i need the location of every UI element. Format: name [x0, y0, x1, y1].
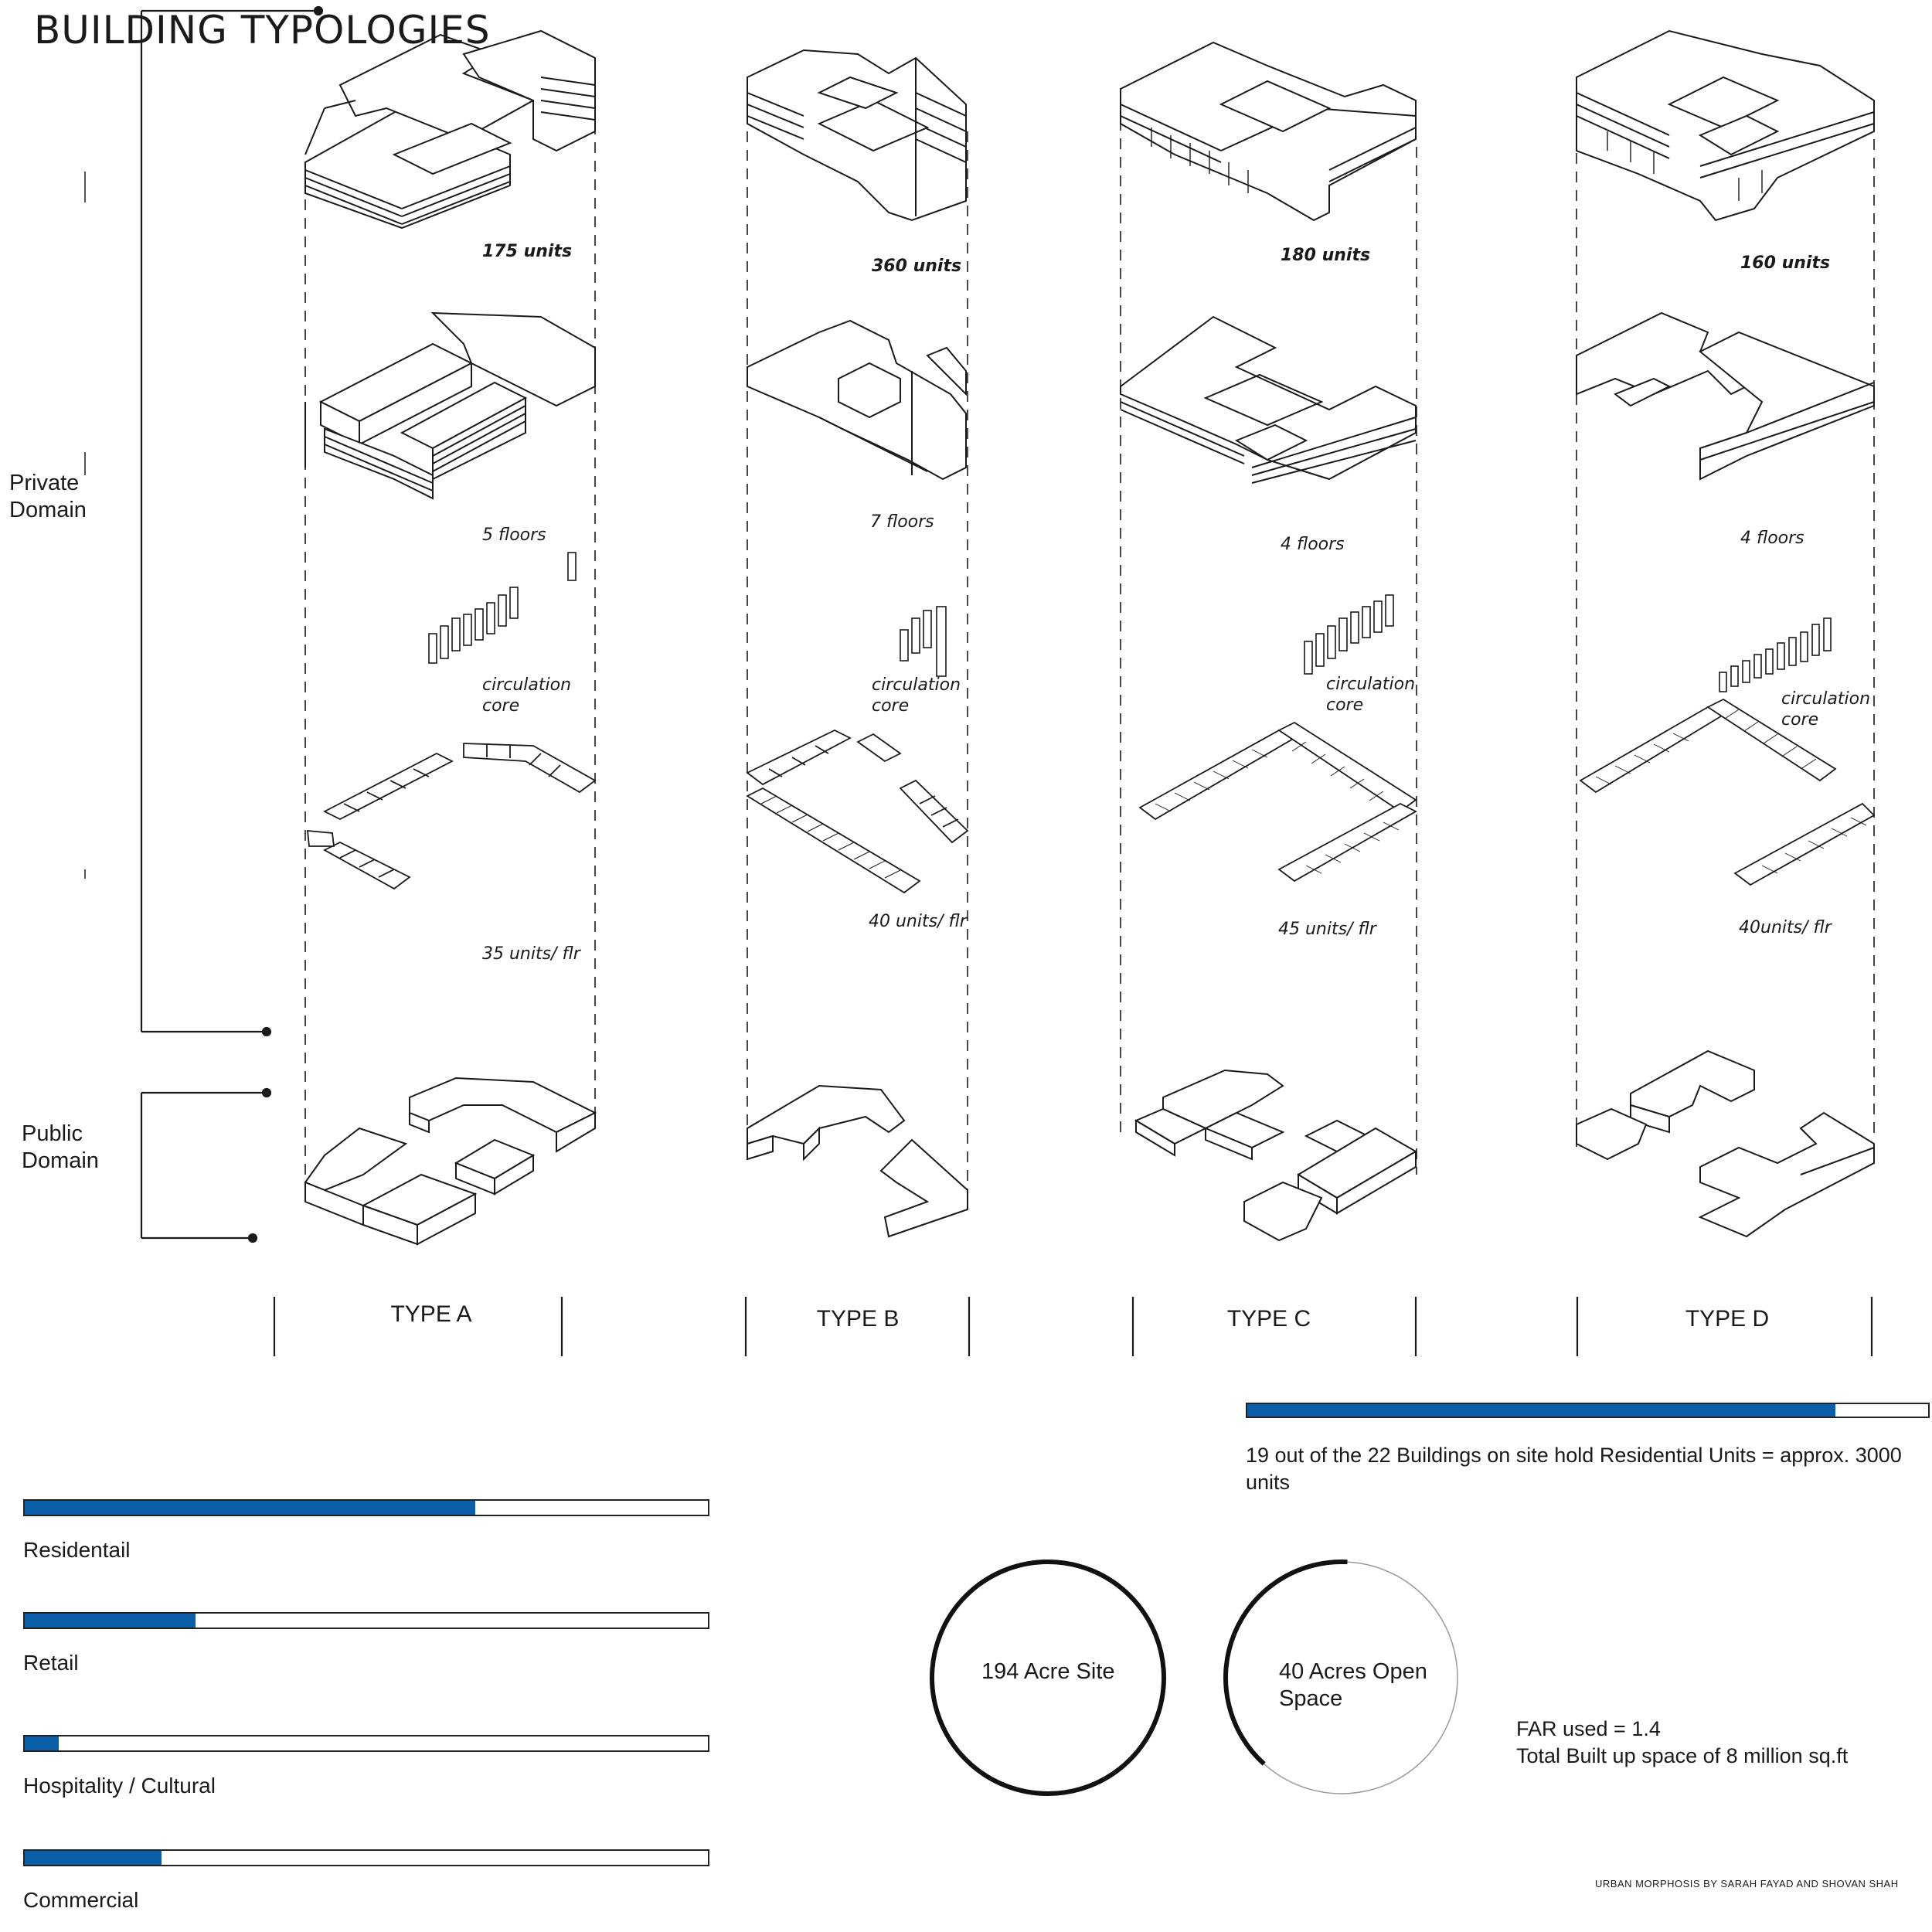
- total-built-up: Total Built up space of 8 million sq.ft: [1516, 1744, 1849, 1767]
- type-d-label: TYPE D: [1685, 1306, 1770, 1332]
- type-a-units-per-floor: 35 units/ flr: [482, 944, 580, 964]
- retail-bar-label: Retail: [23, 1651, 79, 1675]
- bracket-dot: [261, 1087, 272, 1098]
- type-c-units: 180 units: [1281, 246, 1371, 265]
- residentail-bar-label: Residentail: [23, 1538, 131, 1562]
- type-a-massing: [304, 311, 596, 500]
- type-b-unit-plate: [746, 729, 969, 894]
- type-c-full-building: [1120, 41, 1417, 222]
- bracket-dot: [313, 5, 324, 16]
- type-b-units-per-floor: 40 units/ flr: [869, 912, 967, 931]
- type-a-label: TYPE A: [390, 1301, 472, 1327]
- type-b-massing: [747, 319, 967, 481]
- type-c-core-label: circulation core: [1326, 675, 1416, 715]
- residentail-bar-fill: [25, 1501, 476, 1515]
- type-b-units: 360 units: [872, 257, 962, 276]
- retail-bar: [23, 1612, 709, 1629]
- retail-bar-fill: [25, 1614, 196, 1628]
- type-d-core-label: circulation core: [1781, 689, 1871, 730]
- type-a-unit-plate: [306, 743, 597, 890]
- type-d-floors: 4 floors: [1740, 529, 1804, 548]
- private-domain-label: Private Domain: [9, 471, 87, 522]
- hospitality-cultural-bar: [23, 1735, 709, 1752]
- type-d-ground-floor: [1576, 1049, 1875, 1238]
- type-b-label: TYPE B: [816, 1306, 900, 1332]
- type-d-full-building: [1576, 29, 1875, 222]
- type-d-units: 160 units: [1740, 253, 1831, 273]
- residential-buildings-bar: [1246, 1403, 1930, 1418]
- type-b-ground-floor: [747, 1084, 968, 1238]
- type-separators: [273, 1297, 1873, 1356]
- type-d-unit-plate: [1579, 698, 1876, 886]
- type-a-cores: [428, 552, 577, 664]
- credit: URBAN MORPHOSIS BY SARAH FAYAD AND SHOVA…: [1595, 1878, 1899, 1889]
- hospitality-cultural-bar-label: Hospitality / Cultural: [23, 1774, 216, 1798]
- far-used: FAR used = 1.4: [1516, 1717, 1661, 1740]
- type-d-massing: [1576, 311, 1875, 481]
- commercial-bar: [23, 1849, 709, 1866]
- type-b-cores: [900, 606, 947, 677]
- type-c-floors: 4 floors: [1281, 535, 1345, 554]
- type-c-massing: [1120, 315, 1417, 484]
- residential-buildings-bar-fill: [1247, 1404, 1836, 1417]
- site-circle-label: 194 Acre Site: [981, 1659, 1115, 1684]
- type-b-core-label: circulation core: [872, 675, 961, 716]
- type-a-full-building: [304, 29, 596, 230]
- type-a-ground-floor: [304, 1077, 597, 1246]
- hospitality-cultural-bar-fill: [25, 1736, 60, 1750]
- type-a-units: 175 units: [482, 242, 573, 261]
- commercial-bar-label: Commercial: [23, 1888, 139, 1912]
- type-b-floors: 7 floors: [870, 512, 934, 532]
- type-d-cores: [1719, 617, 1832, 692]
- type-c-units-per-floor: 45 units/ flr: [1278, 920, 1376, 939]
- type-a-core-label: circulation core: [482, 675, 572, 716]
- commercial-bar-fill: [25, 1851, 162, 1865]
- column-guides: [304, 116, 1875, 1206]
- bracket-dot: [261, 1026, 272, 1037]
- type-d-units-per-floor: 40units/ flr: [1739, 918, 1832, 937]
- type-c-unit-plate: [1138, 721, 1417, 883]
- type-c-cores: [1304, 594, 1394, 675]
- type-c-label: TYPE C: [1226, 1306, 1311, 1332]
- open-space-label: 40 Acres Open Space: [1279, 1659, 1427, 1711]
- page-title: BUILDING TYPOLOGIES: [34, 8, 491, 53]
- residentail-bar: [23, 1499, 709, 1516]
- bracket-dot: [247, 1233, 258, 1243]
- residential-buildings-text: 19 out of the 22 Buildings on site hold …: [1246, 1444, 1902, 1494]
- type-c-ground-floor: [1134, 1069, 1417, 1242]
- type-a-floors: 5 floors: [482, 526, 546, 545]
- type-b-full-building: [747, 49, 967, 222]
- public-domain-label: Public Domain: [22, 1121, 99, 1173]
